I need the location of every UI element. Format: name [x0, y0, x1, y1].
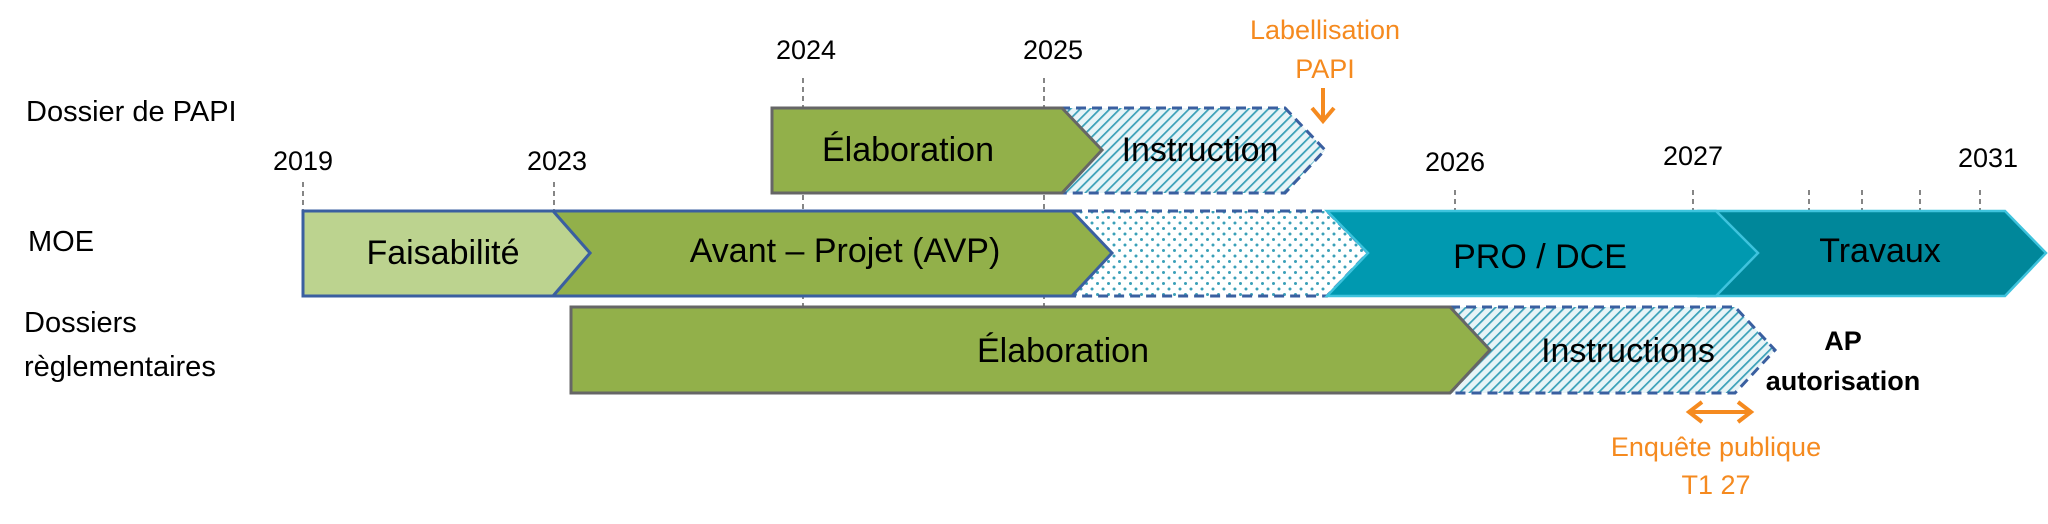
moe-pro-dce-bar	[1324, 209, 1760, 298]
row-label-dossiers-2: règlementaires	[24, 351, 216, 383]
year-2031: 2031	[1958, 143, 2018, 173]
reg-instructions-label: Instructions	[1541, 332, 1715, 370]
enquete-annotation: Enquête publique T1 27	[1611, 400, 1821, 500]
ap-text-2: autorisation	[1766, 366, 1921, 396]
labellisation-text-1: Labellisation	[1250, 15, 1400, 45]
labellisation-text-2: PAPI	[1295, 54, 1355, 84]
row-label-papi: Dossier de PAPI	[26, 96, 237, 128]
moe-travaux-label: Travaux	[1819, 232, 1941, 270]
ap-text-1: AP	[1824, 326, 1862, 356]
row-label-dossiers-1: Dossiers	[24, 307, 137, 339]
reg-elaboration-bar	[569, 305, 1493, 395]
papi-row: Élaboration Instruction	[770, 106, 1328, 195]
year-2023: 2023	[527, 146, 587, 176]
moe-faisabilite-bar	[301, 209, 592, 298]
year-2024: 2024	[776, 35, 836, 65]
moe-faisabilite-label: Faisabilité	[366, 234, 519, 272]
moe-pro-dce-label: PRO / DCE	[1453, 238, 1627, 276]
reglementaires-row: Élaboration Instructions	[569, 305, 1778, 395]
enquete-text-1: Enquête publique	[1611, 432, 1821, 462]
year-2019: 2019	[273, 146, 333, 176]
moe-avp-label: Avant – Projet (AVP)	[690, 232, 1001, 270]
reg-instructions-bar	[1446, 305, 1778, 395]
row-label-moe: MOE	[28, 226, 94, 258]
papi-elaboration-label: Élaboration	[822, 131, 994, 169]
labellisation-annotation: Labellisation PAPI	[1250, 15, 1400, 125]
double-arrow-icon	[1685, 400, 1755, 424]
year-2026: 2026	[1425, 147, 1485, 177]
moe-row: Faisabilité Avant – Projet (AVP) PRO / D…	[301, 209, 2048, 298]
down-arrow-icon	[1310, 88, 1336, 125]
year-2025: 2025	[1023, 35, 1083, 65]
enquete-text-2: T1 27	[1681, 470, 1750, 500]
papi-elaboration-bar	[770, 106, 1105, 195]
papi-instruction-label: Instruction	[1122, 131, 1279, 169]
reg-elaboration-label: Élaboration	[977, 332, 1149, 370]
year-2027: 2027	[1663, 141, 1723, 171]
